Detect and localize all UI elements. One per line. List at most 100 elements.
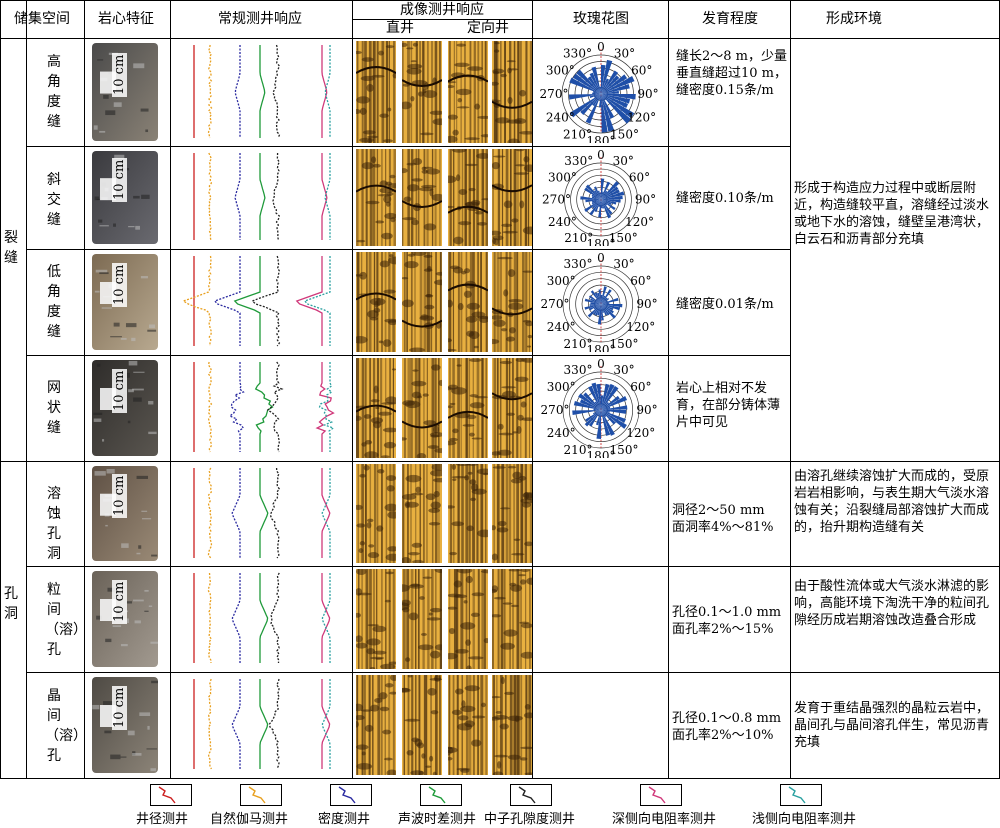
legend-label: 密度测井 bbox=[318, 812, 371, 827]
row-name-intergranular-pore: 粒间（溶）孔 bbox=[45, 582, 87, 658]
header-imaging-logging: 成像测井响应 bbox=[400, 2, 484, 18]
rose-angle-label: 30° bbox=[613, 363, 634, 377]
imaging-log-strip bbox=[402, 358, 442, 458]
grid-line bbox=[26, 0, 27, 778]
rose-angle-label: 240° bbox=[547, 320, 576, 334]
scale-label: 10 cm bbox=[112, 579, 127, 624]
imaging-log-strip bbox=[448, 252, 488, 352]
header-rose-diagram: 玫瑰花图 bbox=[573, 11, 629, 27]
rose-angle-label: 60° bbox=[630, 274, 651, 288]
log-curves bbox=[193, 467, 331, 559]
rose-angle-label: 180° bbox=[587, 343, 616, 352]
imaging-log-strip bbox=[448, 464, 488, 563]
grid-line bbox=[790, 0, 791, 778]
imaging-log-strip bbox=[402, 41, 442, 143]
imaging-log-strip bbox=[448, 569, 488, 669]
rose-angle-label: 210° bbox=[564, 337, 593, 351]
grid-line bbox=[0, 0, 1, 778]
grid-line bbox=[26, 249, 790, 250]
rose-angle-label: 90° bbox=[635, 193, 656, 207]
rose-angle-label: 30° bbox=[614, 46, 635, 60]
legend-label: 浅侧向电阻率测井 bbox=[752, 812, 857, 827]
row-name-high-angle: 高角度缝 bbox=[47, 54, 61, 130]
grid-line bbox=[26, 355, 790, 356]
legend-swatch bbox=[420, 784, 462, 806]
development-dissolution-vug: 洞径2～50 mm 面洞率4%～81% bbox=[672, 503, 774, 535]
legend-curve-icon bbox=[648, 786, 666, 804]
development-low-angle: 缝密度0.01条/m bbox=[676, 297, 774, 312]
grid-line bbox=[26, 672, 999, 673]
development-oblique: 缝密度0.10条/m bbox=[676, 191, 774, 206]
scale-label: 10 cm bbox=[112, 368, 127, 413]
rose-angle-label: 240° bbox=[546, 111, 575, 125]
header-environment: 形成环境 bbox=[826, 11, 882, 27]
grid-line bbox=[352, 19, 532, 20]
scale-label: 10 cm bbox=[112, 262, 127, 307]
header-vertical-well: 直井 bbox=[386, 20, 414, 36]
legend-swatch bbox=[780, 784, 822, 806]
grid-line bbox=[532, 0, 533, 778]
rose-angle-label: 210° bbox=[563, 128, 592, 142]
imaging-log-strip bbox=[492, 464, 532, 563]
rose-angle-label: 210° bbox=[564, 443, 593, 457]
rose-angle-label: 240° bbox=[547, 426, 576, 440]
imaging-log-strip bbox=[492, 675, 532, 775]
row-name-low-angle: 低角度缝 bbox=[47, 264, 61, 340]
legend-curve-icon bbox=[518, 786, 536, 804]
log-curves bbox=[193, 152, 331, 241]
rose-angle-label: 330° bbox=[563, 46, 592, 60]
rose-angle-label: 180° bbox=[587, 237, 616, 246]
rose-angle-label: 60° bbox=[630, 380, 651, 394]
development-network: 岩心上相对不发育，在部分铸体薄片中可见 bbox=[676, 381, 781, 430]
rose-angle-label: 90° bbox=[637, 87, 658, 101]
imaging-log-strip bbox=[402, 252, 442, 352]
row-name-dissolution-vug: 溶蚀孔洞 bbox=[47, 486, 61, 562]
grid-line bbox=[0, 461, 1000, 462]
imaging-log-strip bbox=[492, 149, 532, 246]
imaging-log-strip bbox=[492, 252, 532, 352]
group-label-fracture: 裂缝 bbox=[4, 230, 18, 266]
rose-angle-label: 120° bbox=[626, 426, 655, 440]
log-curves bbox=[181, 255, 331, 347]
rose-angle-label: 330° bbox=[564, 154, 593, 168]
grid-line bbox=[668, 0, 669, 778]
legend-curve-icon bbox=[788, 786, 806, 804]
group-label-vug: 孔洞 bbox=[4, 586, 18, 622]
rose-angle-label: 270° bbox=[541, 403, 570, 417]
header-conventional-logging: 常规测井响应 bbox=[218, 11, 302, 27]
imaging-log-strip bbox=[356, 675, 396, 775]
imaging-log-strip bbox=[402, 464, 442, 563]
rose-angle-label: 90° bbox=[636, 297, 657, 311]
imaging-log-strip bbox=[356, 569, 396, 669]
header-directional-well: 定向井 bbox=[467, 20, 509, 36]
rose-angle-label: 300° bbox=[548, 170, 577, 184]
development-intercrystalline-pore: 孔径0.1～0.8 mm 面孔率2%～10% bbox=[672, 711, 782, 743]
log-curves bbox=[193, 572, 331, 664]
imaging-log-strip bbox=[356, 41, 396, 143]
rose-angle-label: 150° bbox=[610, 128, 639, 142]
imaging-log-strip bbox=[402, 569, 442, 669]
grid-line bbox=[0, 38, 1000, 39]
rose-angle-label: 180° bbox=[587, 449, 616, 458]
rose-angle-label: 180° bbox=[587, 134, 616, 143]
header-development: 发育程度 bbox=[702, 11, 758, 27]
rose-angle-label: 270° bbox=[541, 297, 570, 311]
environment-dissolution-vug: 由溶孔继续溶蚀扩大而成的，受原岩岩相影响，与表生期大气淡水溶蚀有关；沿裂缝局部溶… bbox=[794, 469, 990, 535]
grid-line bbox=[0, 0, 1000, 1]
rose-angle-label: 30° bbox=[613, 154, 634, 168]
rose-angle-label: 270° bbox=[540, 87, 569, 101]
log-curves bbox=[193, 678, 331, 770]
imaging-log-strip bbox=[448, 41, 488, 143]
legend-swatch bbox=[330, 784, 372, 806]
rose-angle-label: 90° bbox=[636, 403, 657, 417]
imaging-log-strip bbox=[448, 358, 488, 458]
legend-swatch bbox=[150, 784, 192, 806]
development-high-angle: 缝长2～8 m，少量垂直缝超过10 m，缝密度0.15条/m bbox=[676, 49, 788, 98]
header-core-features: 岩心特征 bbox=[98, 11, 154, 27]
rose-angle-label: 120° bbox=[626, 320, 655, 334]
imaging-log-strip bbox=[356, 358, 396, 458]
legend-label: 井径测井 bbox=[136, 812, 189, 827]
grid-line bbox=[84, 0, 85, 778]
